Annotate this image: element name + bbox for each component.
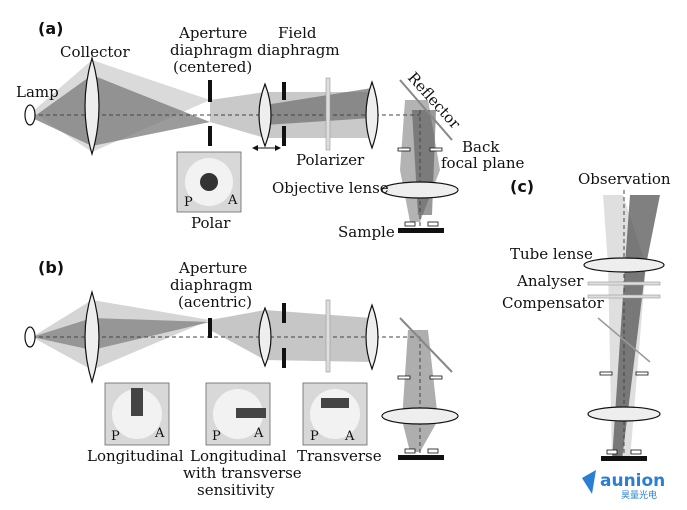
longitudinal-label: Longitudinal [87, 447, 184, 465]
sample-c-mark-right [630, 449, 642, 455]
beam-b-down [402, 330, 438, 452]
sample-mark-left [404, 221, 416, 227]
transverse-inset: P A [302, 382, 368, 446]
longitudinal-bar-icon [131, 388, 143, 416]
observation-label: Observation [578, 170, 671, 188]
collector-label: Collector [60, 43, 130, 61]
objective-label: Objective lense [272, 179, 389, 197]
polar-a-label: A [227, 193, 238, 208]
back-focal-label-2: focal plane [441, 154, 524, 172]
sample-mark-right [427, 221, 439, 227]
field-diaphragm-lower [282, 126, 286, 146]
sample-b-icon [398, 455, 444, 460]
aperture-diaphragm-b-icon [208, 318, 212, 338]
panel-a: (a) [16, 19, 524, 241]
sample-icon [398, 228, 444, 233]
analyser-label: Analyser [516, 272, 584, 290]
reflector-c-icon [597, 317, 651, 363]
compensator-label: Compensator [502, 294, 605, 312]
bfp-mark-right [429, 147, 443, 152]
aperture-b-label-2: diaphragm [170, 276, 253, 294]
relay-lens-icon [365, 80, 379, 150]
brand-name: aunion [600, 471, 665, 491]
polarizer-b-icon [325, 299, 331, 373]
panel-a-label: (a) [38, 19, 63, 38]
collector-lens-b-icon [84, 289, 100, 385]
bfp-mark-left [397, 147, 411, 152]
field-diaphragm-b-lower [282, 348, 286, 368]
objective-lens-b-icon [381, 407, 459, 425]
transverse-p-label: P [310, 429, 319, 444]
aperture-diaphragm-icon [208, 80, 212, 102]
aperture-b-label-1: Aperture [178, 259, 247, 277]
lts-label-3: sensitivity [197, 481, 275, 499]
aperture-diaphragm-lower [208, 126, 212, 146]
aperture-b-label-3: (acentric) [178, 293, 252, 311]
field-label-2: diaphragm [257, 41, 340, 59]
lts-label-2: with transverse [183, 464, 302, 482]
polar-spot-icon [200, 173, 218, 191]
sample-b-mark-right [427, 448, 439, 454]
brand-sub: 昊量光电 [621, 489, 657, 501]
longitudinal-a-label: A [154, 426, 165, 441]
aperture-label-3: (centered) [173, 58, 252, 76]
panel-c: (c) Observation Tube lense Analyser Comp… [502, 170, 671, 462]
beam-b-dark [32, 318, 210, 350]
lts-bar-icon [236, 408, 266, 418]
watermark: aunion 昊量光电 [582, 470, 665, 501]
sample-b-mark-left [404, 448, 416, 454]
transverse-bar-icon [321, 398, 349, 408]
lamp-b-icon [24, 326, 36, 348]
sample-label: Sample [338, 223, 395, 241]
tube-lens-label: Tube lense [510, 245, 593, 263]
field-label-1: Field [278, 24, 317, 42]
lts-label-1: Longitudinal [190, 447, 287, 465]
longitudinal-inset: P A [104, 382, 170, 446]
field-diaphragm-icon [282, 82, 286, 100]
objective-lens-c-icon [587, 406, 661, 422]
tube-lens-icon [583, 257, 665, 273]
field-diaphragm-b-icon [282, 303, 286, 323]
reflector-b-icon [399, 317, 453, 373]
compensator-icon [587, 294, 661, 299]
lts-p-label: P [212, 429, 221, 444]
collector-lens-icon [84, 55, 100, 157]
sample-c-mark-left [606, 449, 618, 455]
field-lens-b-icon [258, 306, 272, 368]
bfp-c-mark-right [635, 371, 649, 376]
brand-logo-icon [582, 470, 596, 494]
back-focal-label-1: Back [462, 138, 500, 156]
objective-lens-icon [381, 181, 459, 199]
lts-a-label: A [253, 426, 264, 441]
lts-inset: P A [205, 382, 271, 446]
bfp-b-mark-right [429, 375, 443, 380]
analyser-icon [587, 281, 661, 286]
polar-p-label: P [184, 195, 193, 210]
panel-b-label: (b) [38, 258, 64, 277]
polar-label: Polar [191, 214, 231, 232]
aperture-label-1: Aperture [178, 24, 247, 42]
panel-c-label: (c) [510, 177, 534, 196]
aperture-label-2: diaphragm [170, 41, 253, 59]
reflector-icon [399, 79, 453, 141]
lamp-icon [24, 104, 36, 126]
beam-a-dark [32, 75, 210, 146]
polar-pattern-inset: P A [176, 151, 242, 213]
beam-a-dark2 [265, 88, 372, 125]
polarizer-icon [325, 77, 331, 151]
panel-b: (b) P A [24, 258, 459, 499]
longitudinal-p-label: P [111, 429, 120, 444]
lamp-label: Lamp [16, 83, 59, 101]
polarizer-label: Polarizer [296, 151, 365, 169]
relay-lens-b-icon [365, 303, 379, 371]
bfp-c-mark-left [599, 371, 613, 376]
bfp-b-mark-left [397, 375, 411, 380]
beam-b-mid [210, 310, 372, 362]
transverse-label: Transverse [297, 447, 382, 465]
transverse-a-label: A [344, 429, 355, 444]
sample-c-icon [601, 456, 647, 461]
